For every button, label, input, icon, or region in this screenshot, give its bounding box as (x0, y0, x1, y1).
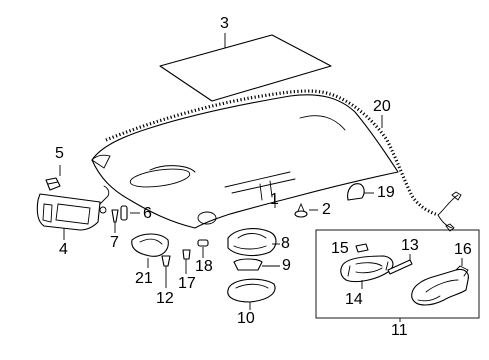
callout-17: 17 (178, 275, 196, 292)
callout-10: 10 (237, 310, 255, 327)
dome-cap (347, 183, 374, 201)
dome-lamp (227, 278, 276, 310)
assist-handle-box (315, 229, 480, 319)
callout-18: 18 (195, 258, 213, 275)
callout-6: 6 (143, 205, 152, 222)
callout-2: 2 (322, 201, 331, 218)
headliner (91, 94, 399, 229)
sun-visor (36, 185, 110, 240)
assist-handle-front (340, 255, 394, 289)
handle-cap (355, 243, 369, 253)
callout-14: 14 (345, 291, 363, 308)
callout-3: 3 (220, 15, 229, 32)
callout-11: 11 (391, 322, 408, 339)
bulb (182, 249, 191, 274)
callout-16: 16 (454, 241, 472, 258)
assist-handle-rear (411, 258, 469, 306)
lamp-lens (233, 258, 280, 271)
bulb-small (161, 255, 171, 288)
trim-strip (387, 254, 413, 275)
callout-5: 5 (55, 145, 64, 162)
lamp-housing (227, 228, 280, 257)
weatherstrip-harness (105, 89, 462, 232)
visor-hinge (45, 165, 61, 191)
callout-15: 15 (331, 240, 349, 257)
callout-7: 7 (110, 234, 119, 251)
callout-4: 4 (59, 241, 68, 258)
callout-13: 13 (401, 237, 419, 254)
callout-21: 21 (135, 270, 153, 287)
callout-12: 12 (156, 290, 174, 307)
callout-8: 8 (281, 235, 290, 252)
callout-1: 1 (270, 191, 279, 208)
callout-9: 9 (282, 257, 291, 274)
roof-panel (159, 33, 332, 102)
callout-20: 20 (373, 98, 391, 115)
callout-19: 19 (377, 184, 395, 201)
clip (111, 209, 119, 233)
visor-clip (120, 205, 140, 221)
lamp-socket (197, 239, 209, 258)
lamp-bracket (131, 233, 169, 268)
retainer-clip (294, 202, 318, 218)
